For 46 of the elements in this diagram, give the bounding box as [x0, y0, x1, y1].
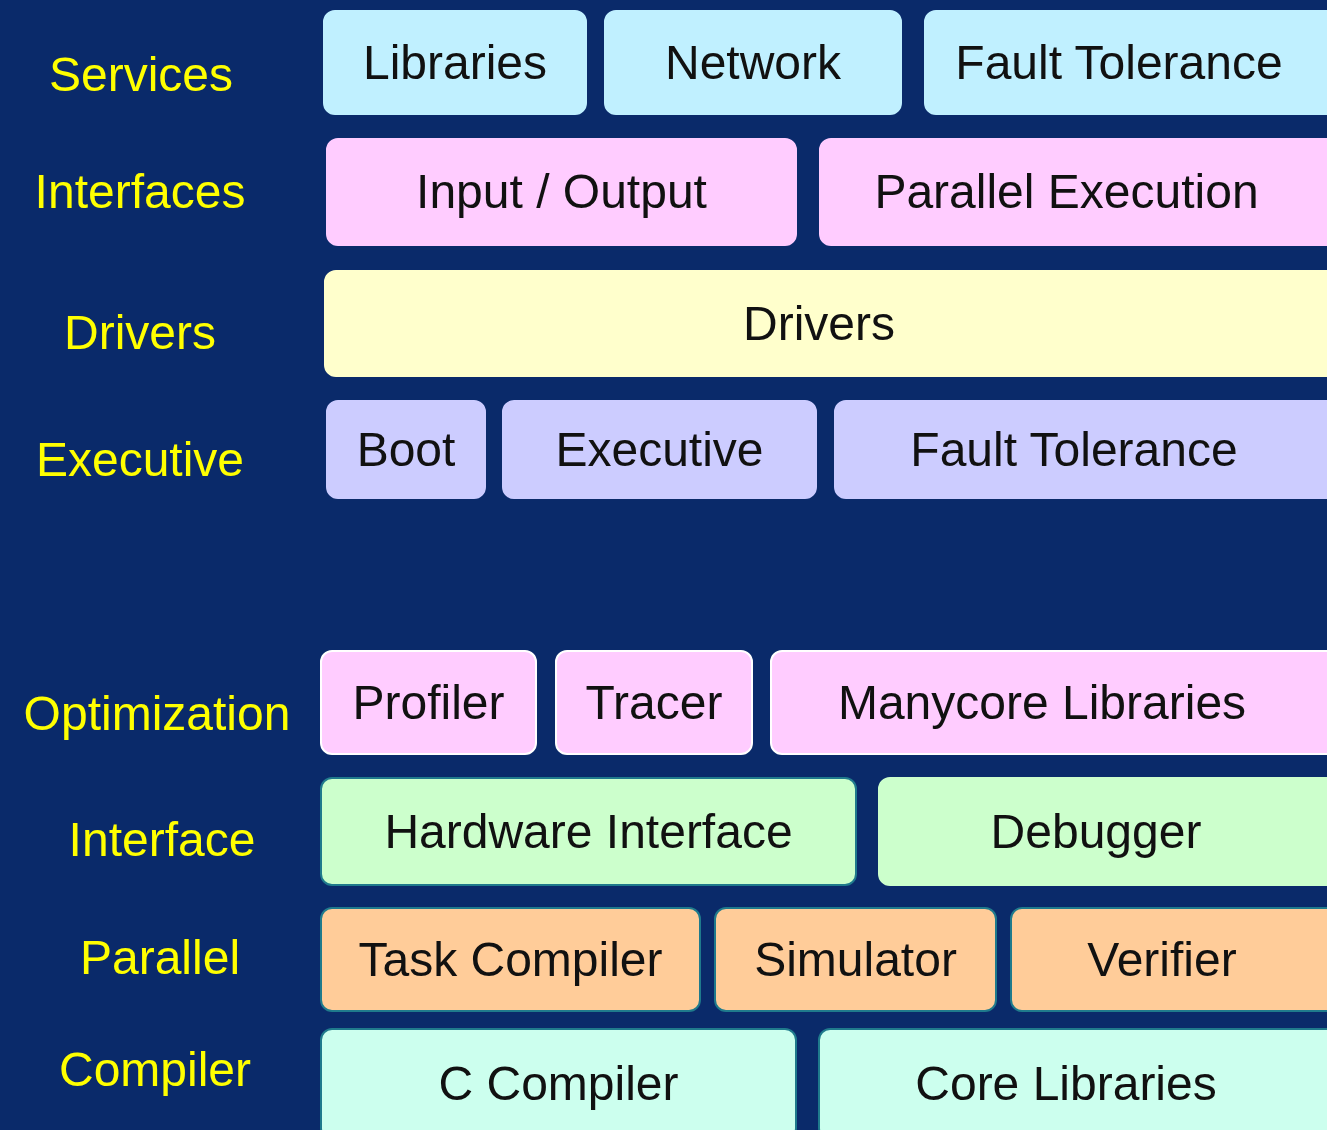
component-name: Libraries	[362, 38, 548, 87]
component-name: Input / Output	[416, 168, 707, 216]
component-name: Core Libraries	[915, 1060, 1217, 1108]
component-box	[819, 138, 1327, 246]
component-box	[320, 1028, 797, 1130]
component-name: Profiler	[352, 678, 505, 727]
component-box	[834, 400, 1327, 499]
component-name: Verifier	[1087, 935, 1237, 984]
component-name: Parallel Execution	[874, 168, 1259, 216]
component-name: Boot	[356, 425, 456, 474]
component-name: Network	[664, 38, 841, 87]
component-box	[878, 777, 1327, 886]
component-box	[326, 400, 486, 499]
component-box	[323, 10, 587, 115]
component-name: Manycore Libraries	[837, 678, 1247, 727]
component-name: Tracer	[585, 678, 723, 727]
component-box	[1010, 907, 1327, 1012]
layer-label: Drivers	[64, 309, 216, 357]
component-box	[502, 400, 817, 499]
component-box	[555, 650, 753, 755]
component-box	[604, 10, 902, 115]
component-box	[714, 907, 997, 1012]
layer-label: Executive	[35, 436, 245, 484]
component-name: Simulator	[754, 935, 957, 984]
component-name: Task Compiler	[358, 935, 663, 984]
component-name: Fault Tolerance	[910, 425, 1238, 474]
component-box	[320, 777, 857, 886]
component-box	[324, 270, 1327, 377]
layer-label: Parallel	[79, 934, 241, 982]
layer-label: Optimization	[23, 690, 291, 738]
layer-label: Services	[48, 51, 234, 99]
component-box	[924, 10, 1327, 115]
component-name: Fault Tolerance	[955, 38, 1283, 87]
layer-label: Interface	[68, 816, 256, 864]
component-name: Executive	[555, 425, 764, 474]
component-box	[320, 650, 537, 755]
layer-label: Compiler	[59, 1046, 251, 1094]
component-name: Drivers	[743, 299, 895, 348]
component-box	[320, 907, 701, 1012]
component-name: C Compiler	[438, 1060, 679, 1108]
component-box	[818, 1028, 1327, 1130]
component-box	[770, 650, 1327, 755]
component-box	[326, 138, 797, 246]
component-name: Debugger	[990, 807, 1202, 856]
layer-label: Interfaces	[34, 168, 246, 216]
component-name: Hardware Interface	[384, 807, 793, 856]
